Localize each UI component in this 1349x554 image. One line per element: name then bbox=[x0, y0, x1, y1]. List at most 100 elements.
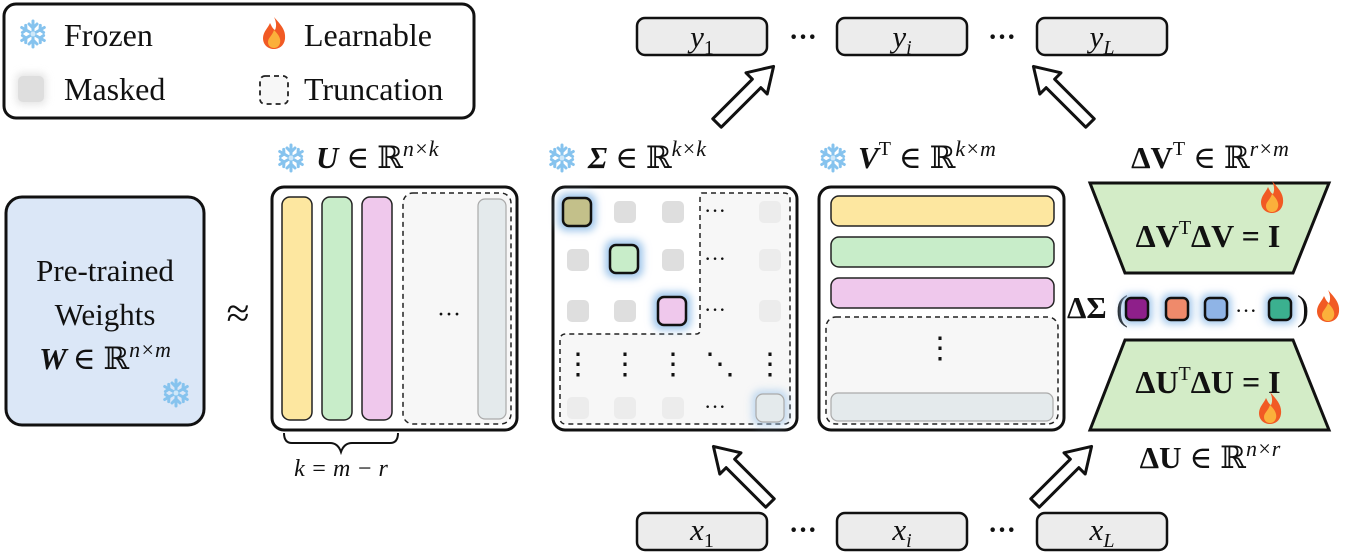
delta-v-block: ΔVT∈ ℝr×m ΔVTΔV = I bbox=[1087, 136, 1332, 275]
sigma-diag-last bbox=[755, 393, 785, 423]
legend-frozen-label: Frozen bbox=[64, 17, 153, 53]
u-ellipsis: ··· bbox=[437, 302, 461, 328]
arrow-up-left bbox=[1031, 64, 1096, 129]
snowflake-icon bbox=[549, 143, 575, 173]
u-column-2 bbox=[321, 196, 353, 421]
weights-line2: Weights bbox=[55, 297, 156, 332]
v-matrix-label: VT∈ ℝk×m bbox=[858, 136, 996, 175]
masked-cell bbox=[567, 300, 589, 322]
weights-box bbox=[4, 195, 206, 427]
sigma-matrix-label: Σ∈ ℝk×k bbox=[587, 136, 707, 175]
sigma-diag-1 bbox=[561, 196, 593, 228]
output-token-box bbox=[1035, 16, 1169, 57]
input-token-box bbox=[635, 511, 769, 552]
pretrained-weights-block: Pre-trained Weights W∈ ℝn×m bbox=[4, 195, 206, 427]
sigma-matrix: Σ∈ ℝk×k ··· ··· ··· ··· ⋮ ⋮ ⋮ ⋮ bbox=[549, 136, 799, 432]
u-column-3 bbox=[361, 196, 393, 421]
input-ellipsis: ··· bbox=[988, 515, 1016, 546]
arrow-input-up-right bbox=[1029, 444, 1094, 509]
masked-cell bbox=[567, 397, 589, 419]
snowflake-icon bbox=[820, 143, 846, 173]
output-token-label: yi bbox=[889, 19, 911, 59]
input-ellipsis: ··· bbox=[789, 515, 817, 546]
masked-cell bbox=[759, 201, 781, 223]
input-token-box bbox=[1035, 511, 1169, 552]
input-tokens: x1 ··· xi ··· xL bbox=[635, 511, 1169, 552]
v-row-2 bbox=[830, 236, 1055, 268]
arrows bbox=[711, 64, 1096, 509]
u-brace bbox=[283, 432, 399, 456]
delta-sigma-value-2 bbox=[1164, 296, 1190, 322]
sigma-ellipsis-v: ⋮ bbox=[658, 348, 688, 381]
input-token-label: x1 bbox=[689, 512, 714, 552]
sigma-ellipsis-v: ⋮ bbox=[610, 348, 640, 381]
weights-line1: Pre-trained bbox=[36, 253, 174, 288]
v-ellipsis: ⋮ bbox=[925, 332, 955, 365]
delta-sigma-label: ΔΣ bbox=[1067, 290, 1107, 325]
output-token-box bbox=[635, 16, 769, 57]
output-ellipsis: ··· bbox=[988, 22, 1016, 53]
legend-learnable-label: Learnable bbox=[304, 17, 432, 53]
legend-box bbox=[2, 2, 476, 120]
sigma-ellipsis-d: ⋱ bbox=[705, 348, 735, 381]
output-token-label: y1 bbox=[687, 19, 714, 59]
sigma-truncation-region bbox=[559, 192, 791, 425]
sigma-ellipsis-h: ··· bbox=[704, 198, 726, 223]
output-ellipsis: ··· bbox=[789, 22, 817, 53]
u-column-1 bbox=[281, 196, 313, 421]
input-token-label: xi bbox=[891, 512, 911, 552]
masked-cell bbox=[614, 201, 636, 223]
delta-sigma-value-last bbox=[1267, 296, 1293, 322]
sigma-ellipsis-v: ⋮ bbox=[563, 348, 593, 381]
delta-sigma-value-1 bbox=[1124, 296, 1150, 322]
delta-sigma-close-paren: ) bbox=[1297, 288, 1309, 328]
v-truncated-row bbox=[830, 392, 1054, 422]
v-row-3 bbox=[830, 277, 1055, 309]
input-token-box bbox=[835, 511, 969, 552]
sigma-ellipsis-h: ··· bbox=[704, 394, 726, 419]
fire-icon bbox=[1317, 290, 1340, 322]
delta-v-label: ΔVT∈ ℝr×m bbox=[1131, 136, 1289, 175]
arrow-input-up-left bbox=[711, 444, 776, 509]
output-token-label: yL bbox=[1087, 19, 1115, 59]
sigma-diag-3 bbox=[656, 295, 688, 327]
dashed-square-icon bbox=[259, 75, 289, 105]
sigma-ellipsis-v: ⋮ bbox=[755, 348, 785, 381]
masked-cell bbox=[662, 249, 684, 271]
v-row-1 bbox=[830, 195, 1055, 227]
u-truncated-column bbox=[477, 198, 507, 420]
masked-cell bbox=[759, 249, 781, 271]
legend-masked-label: Masked bbox=[64, 71, 165, 107]
masked-cell bbox=[662, 201, 684, 223]
delta-v-constraint: ΔVTΔV = I bbox=[1136, 217, 1281, 254]
sigma-ellipsis-h: ··· bbox=[704, 246, 726, 271]
output-tokens: y1 ··· yi ··· yL bbox=[635, 16, 1169, 59]
delta-sigma-ellipsis: ··· bbox=[1235, 298, 1257, 323]
output-token-box bbox=[835, 16, 969, 57]
legend: Frozen Learnable Masked Truncation bbox=[2, 2, 476, 120]
masked-cell bbox=[567, 249, 589, 271]
snowflake-icon bbox=[278, 143, 304, 173]
masked-cell bbox=[662, 397, 684, 419]
masked-square-icon bbox=[18, 76, 44, 102]
u-matrix: U∈ ℝn×k ··· k = m − r bbox=[270, 136, 519, 482]
weights-equation: W∈ ℝn×m bbox=[39, 337, 171, 376]
delta-sigma-value-3 bbox=[1203, 296, 1229, 322]
delta-u-constraint: ΔUTΔU = I bbox=[1135, 363, 1280, 400]
u-matrix-label: U∈ ℝn×k bbox=[316, 136, 440, 175]
input-token-label: xL bbox=[1089, 512, 1115, 552]
u-brace-label: k = m − r bbox=[294, 456, 388, 482]
v-matrix: VT∈ ℝk×m ⋮ bbox=[817, 136, 1066, 432]
legend-truncation-label: Truncation bbox=[304, 71, 443, 107]
delta-u-block: ΔUTΔU = I ΔU∈ ℝn×r bbox=[1087, 338, 1332, 475]
masked-cell bbox=[614, 397, 636, 419]
arrow-up-right bbox=[711, 64, 776, 129]
sigma-diag-2 bbox=[608, 243, 640, 275]
masked-cell bbox=[759, 300, 781, 322]
approx-symbol: ≈ bbox=[226, 291, 249, 337]
masked-cell bbox=[614, 300, 636, 322]
delta-sigma-block: ΔΣ ( ··· ) bbox=[1067, 288, 1340, 328]
sigma-ellipsis-h: ··· bbox=[704, 297, 726, 322]
delta-u-label: ΔU∈ ℝn×r bbox=[1140, 436, 1281, 475]
